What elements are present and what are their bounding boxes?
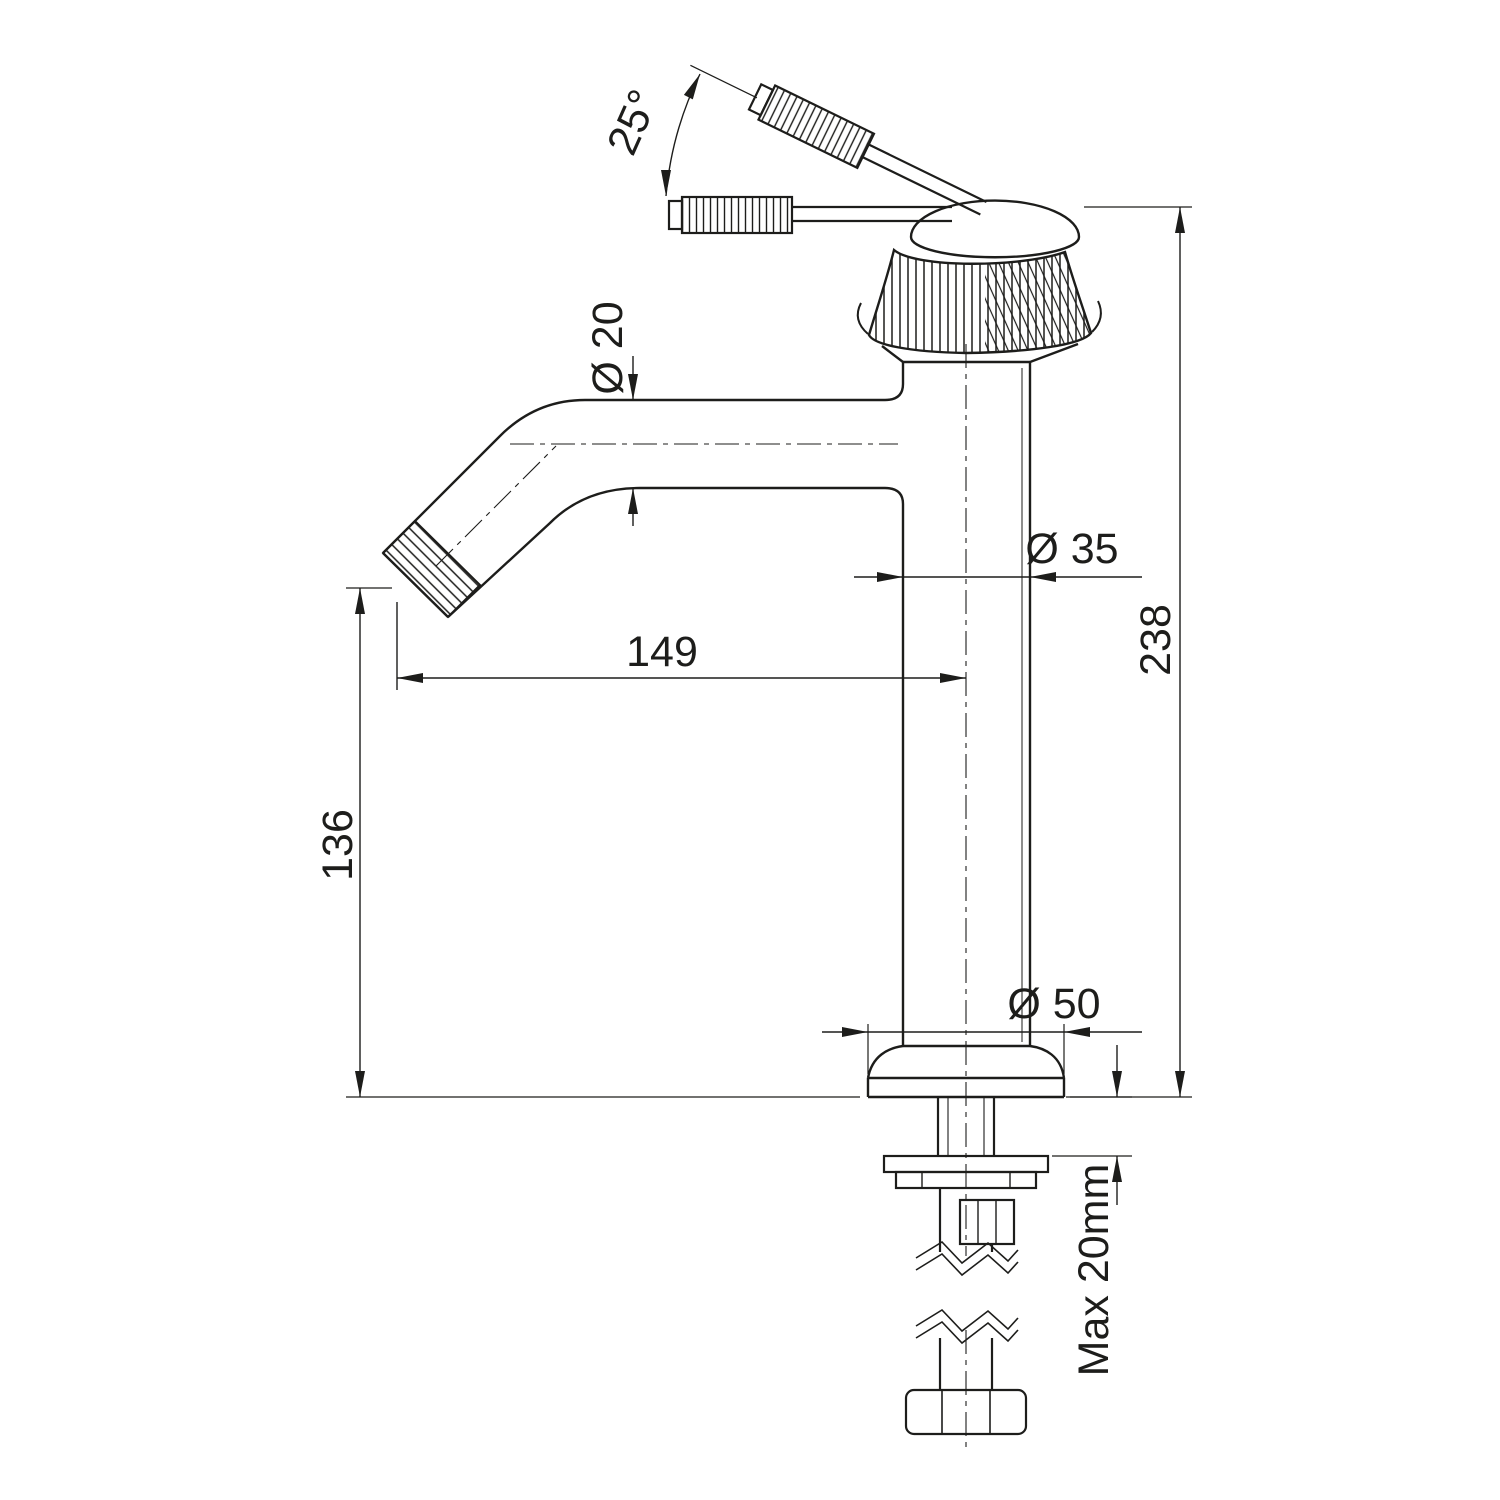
mounting-hardware [882,1097,1050,1436]
dim-label-outlet-height: 136 [314,809,362,881]
dimension-max-deck-thickness: Max 20mm [1052,1045,1132,1376]
dim-label-handle-angle: 25° [598,83,668,162]
handle-lever-horizontal [667,195,952,235]
centerlines [435,344,967,1452]
dim-label-body-diameter: Ø 35 [1025,525,1118,573]
dim-label-overall-height: 238 [1132,604,1180,676]
dim-label-spout-reach: 149 [626,628,698,676]
arc-arrow-bottom [661,170,671,196]
faucet-bonnet [856,199,1102,355]
faucet-base [866,1044,1066,1099]
dim-label-base-diameter: Ø 50 [1007,980,1100,1028]
dim-label-spout-diameter: Ø 20 [584,301,632,394]
dimension-base-diameter: Ø 50 [822,980,1142,1074]
handle-rotation-arc: 25° [598,73,701,197]
faucet-spout [381,398,885,619]
dimension-body-diameter: Ø 35 [854,525,1142,582]
dim-label-max-deck-thickness: Max 20mm [1070,1164,1118,1377]
dimension-outlet-height: 136 [314,587,860,1098]
faucet-body [881,342,1079,1046]
handle-lever-raised [690,64,987,216]
dimension-spout-reach: 149 [396,602,966,690]
arc-arrow-top [683,74,700,100]
dimension-overall-height: 238 [1070,206,1192,1098]
dimension-spout-diameter: Ø 20 [584,301,638,526]
